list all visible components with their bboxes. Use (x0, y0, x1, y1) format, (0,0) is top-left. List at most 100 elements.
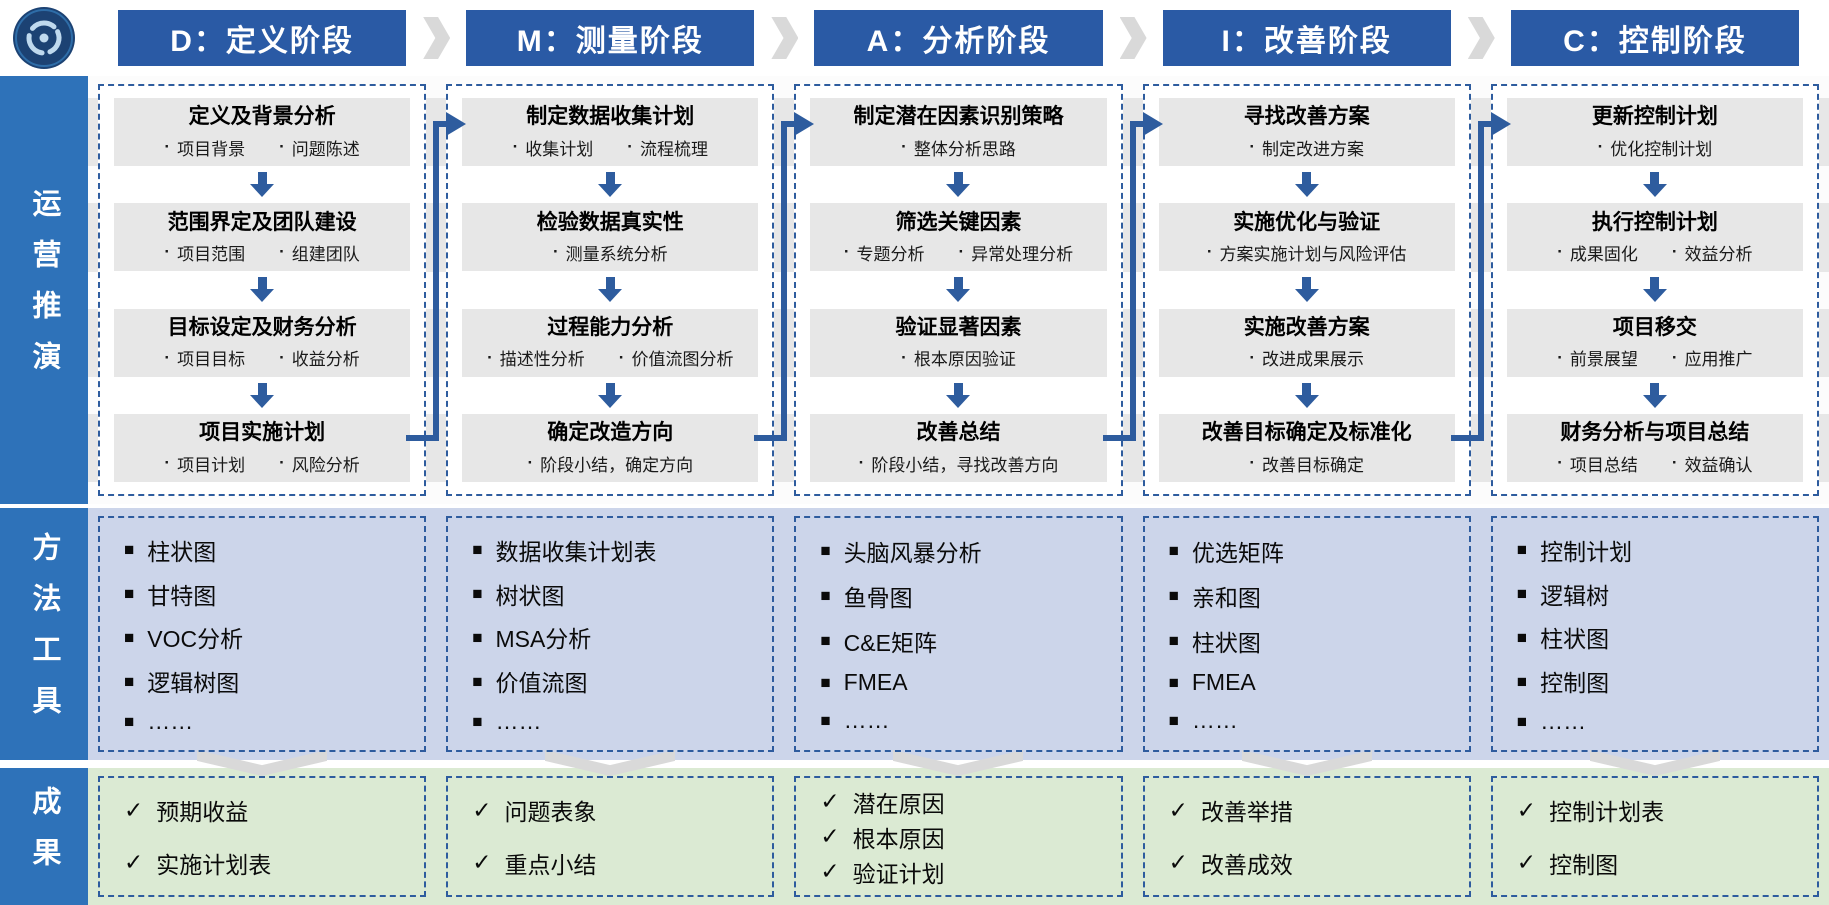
step-box: 定义及背景分析 · 项目背景 · 问题陈述 (114, 98, 411, 166)
check-icon: ✓ (1168, 796, 1188, 823)
step-bullets: · 制定改进方案 (1163, 135, 1451, 160)
phase-header-label: D：定义阶段 (170, 25, 354, 58)
dot-bullet-icon: · (618, 347, 625, 367)
step-bullet: · 效益确认 (1672, 451, 1753, 476)
dot-bullet-icon: · (279, 453, 285, 473)
phase-steps-box: 定义及背景分析 · 项目背景 · 问题陈述 范围界定及团队建设 · 项目范围 ·… (98, 84, 427, 496)
step-title: 确定改造方向 (547, 421, 674, 445)
phase-tools-box: ■ 头脑风暴分析 ■ 鱼骨图 ■ C&E矩阵 ■ FMEA ■ …… (794, 516, 1123, 752)
step-box: 实施优化与验证 · 方案实施计划与风险评估 (1158, 203, 1455, 272)
sidebar-label-tools: 方法工具 (0, 508, 88, 760)
step-bullet: · 专题分析 (844, 240, 925, 265)
result-item: ✓ 重点小结 (472, 846, 748, 880)
result-list: ✓ 控制计划表 ✓ 控制图 (1517, 784, 1793, 889)
step-bullets: · 阶段小结，确定方向 (466, 451, 754, 476)
step-bullet-text: 应用推广 (1684, 350, 1753, 370)
step-bullets: · 测量系统分析 (466, 240, 754, 265)
result-text: 控制计划表 (1549, 799, 1665, 826)
step-bullet: · 成果固化 (1557, 240, 1638, 265)
tool-list: ■ 柱状图 ■ 甘特图 ■ VOC分析 ■ 逻辑树图 ■ …… (124, 528, 400, 740)
step-bullet: · 效益分析 (1672, 240, 1753, 265)
dot-bullet-icon: · (1557, 242, 1563, 262)
step-bullet: · 项目总结 (1557, 451, 1638, 476)
dot-bullet-icon: · (164, 347, 171, 367)
down-arrow-icon (250, 277, 275, 303)
sidebar-label-operations: 运营推演 (0, 76, 88, 504)
result-item: ✓ 预期收益 (124, 793, 400, 827)
dot-bullet-icon: · (1597, 137, 1604, 157)
step-title: 检验数据真实性 (536, 210, 684, 234)
tool-item: ■ 柱状图 (1169, 624, 1445, 658)
tool-list: ■ 控制计划 ■ 逻辑树 ■ 柱状图 ■ 控制图 ■ …… (1517, 528, 1793, 740)
step-bullet: · 收集计划 (513, 135, 594, 160)
down-arrow-icon (1294, 172, 1319, 198)
square-bullet-icon: ■ (1516, 540, 1528, 560)
step-bullet-text: 测量系统分析 (565, 244, 668, 264)
step-box: 执行控制计划 · 成果固化 · 效益分析 (1506, 203, 1803, 272)
step-box: 寻找改善方案 · 制定改进方案 (1158, 98, 1455, 166)
step-box: 过程能力分析 · 描述性分析 · 价值流图分析 (462, 308, 759, 377)
down-arrow-icon (1642, 277, 1667, 303)
result-text: 问题表象 (504, 799, 597, 826)
phase-steps-box: 寻找改善方案 · 制定改进方案 实施优化与验证 · 方案实施计划与风险评估 实施… (1142, 84, 1471, 496)
tool-item: ■ …… (472, 708, 748, 735)
step-title: 目标设定及财务分析 (167, 316, 357, 339)
square-bullet-icon: ■ (472, 712, 483, 732)
step-bullet-text: 收集计划 (525, 139, 594, 159)
tool-list: ■ 数据收集计划表 ■ 树状图 ■ MSA分析 ■ 价值流图 ■ …… (472, 528, 748, 740)
result-text: 预期收益 (156, 799, 249, 826)
phase-results-box: ✓ 改善举措 ✓ 改善成效 (1142, 776, 1471, 897)
result-list: ✓ 改善举措 ✓ 改善成效 (1169, 784, 1445, 889)
step-box: 实施改善方案 · 改进成果展示 (1158, 308, 1455, 377)
results-band: 成果 ✓ 预期收益 ✓ 实施计划表 ✓ 问题表象 ✓ 重点小结 ✓ 潜在原因 ✓… (0, 750, 1829, 905)
step-bullet: · 应用推广 (1672, 345, 1753, 370)
square-bullet-icon: ■ (820, 711, 831, 731)
square-bullet-icon: ■ (1516, 627, 1528, 647)
phase-header-label: I：改善阶段 (1221, 25, 1392, 58)
tool-text: 树状图 (495, 582, 565, 609)
down-arrow-icon (1642, 172, 1667, 198)
square-bullet-icon: ■ (1516, 584, 1528, 604)
tool-item: ■ MSA分析 (472, 620, 748, 654)
step-bullet: · 阶段小结，确定方向 (527, 451, 693, 476)
tool-text: 数据收集计划表 (495, 538, 657, 565)
phase-header-label: C：控制阶段 (1563, 25, 1747, 58)
step-bullet-text: 效益分析 (1684, 244, 1753, 264)
step-bullets: · 收集计划 · 流程梳理 (466, 135, 754, 160)
dot-bullet-icon: · (164, 137, 171, 157)
dot-bullet-icon: · (1671, 242, 1678, 262)
result-text: 重点小结 (504, 851, 597, 878)
step-bullet-text: 阶段小结，确定方向 (540, 455, 694, 475)
tool-item: ■ 树状图 (472, 577, 748, 611)
tool-text: 控制图 (1540, 670, 1610, 697)
step-bullets: · 专题分析 · 异常处理分析 (814, 240, 1102, 265)
dot-bullet-icon: · (958, 242, 965, 262)
down-arrow-icon (1294, 277, 1319, 303)
tool-item: ■ …… (1517, 708, 1793, 735)
tool-item: ■ FMEA (820, 669, 1096, 696)
check-icon: ✓ (124, 796, 144, 823)
phase-steps-box: 更新控制计划 · 优化控制计划 执行控制计划 · 成果固化 · 效益分析 项目移… (1490, 84, 1819, 496)
step-bullet-text: 风险分析 (291, 455, 360, 475)
step-bullet: · 项目背景 (164, 135, 245, 160)
step-bullet: · 异常处理分析 (958, 240, 1073, 265)
step-bullet-text: 优化控制计划 (1610, 139, 1713, 159)
check-icon: ✓ (1516, 849, 1537, 876)
step-bullets: · 描述性分析 · 价值流图分析 (466, 345, 754, 370)
step-bullet: · 组建团队 (279, 240, 360, 265)
dot-bullet-icon: · (901, 137, 907, 157)
tool-list: ■ 优选矩阵 ■ 亲和图 ■ 柱状图 ■ FMEA ■ …… (1169, 528, 1445, 740)
tool-list: ■ 头脑风暴分析 ■ 鱼骨图 ■ C&E矩阵 ■ FMEA ■ …… (820, 528, 1096, 740)
tool-text: 头脑风暴分析 (843, 539, 982, 566)
tool-item: ■ 价值流图 (472, 664, 748, 698)
step-box: 验证显著因素 · 根本原因验证 (810, 308, 1107, 377)
tool-item: ■ …… (1169, 707, 1445, 734)
result-text: 实施计划表 (156, 851, 272, 878)
square-bullet-icon: ■ (124, 584, 135, 604)
square-bullet-icon: ■ (472, 671, 483, 691)
tool-item: ■ 柱状图 (1517, 620, 1793, 654)
step-title: 制定潜在因素识别策略 (853, 105, 1064, 129)
phase-header-label: M：测量阶段 (516, 25, 704, 58)
phase-tools-box: ■ 数据收集计划表 ■ 树状图 ■ MSA分析 ■ 价值流图 ■ …… (446, 516, 775, 752)
step-bullet-text: 项目范围 (177, 244, 246, 264)
